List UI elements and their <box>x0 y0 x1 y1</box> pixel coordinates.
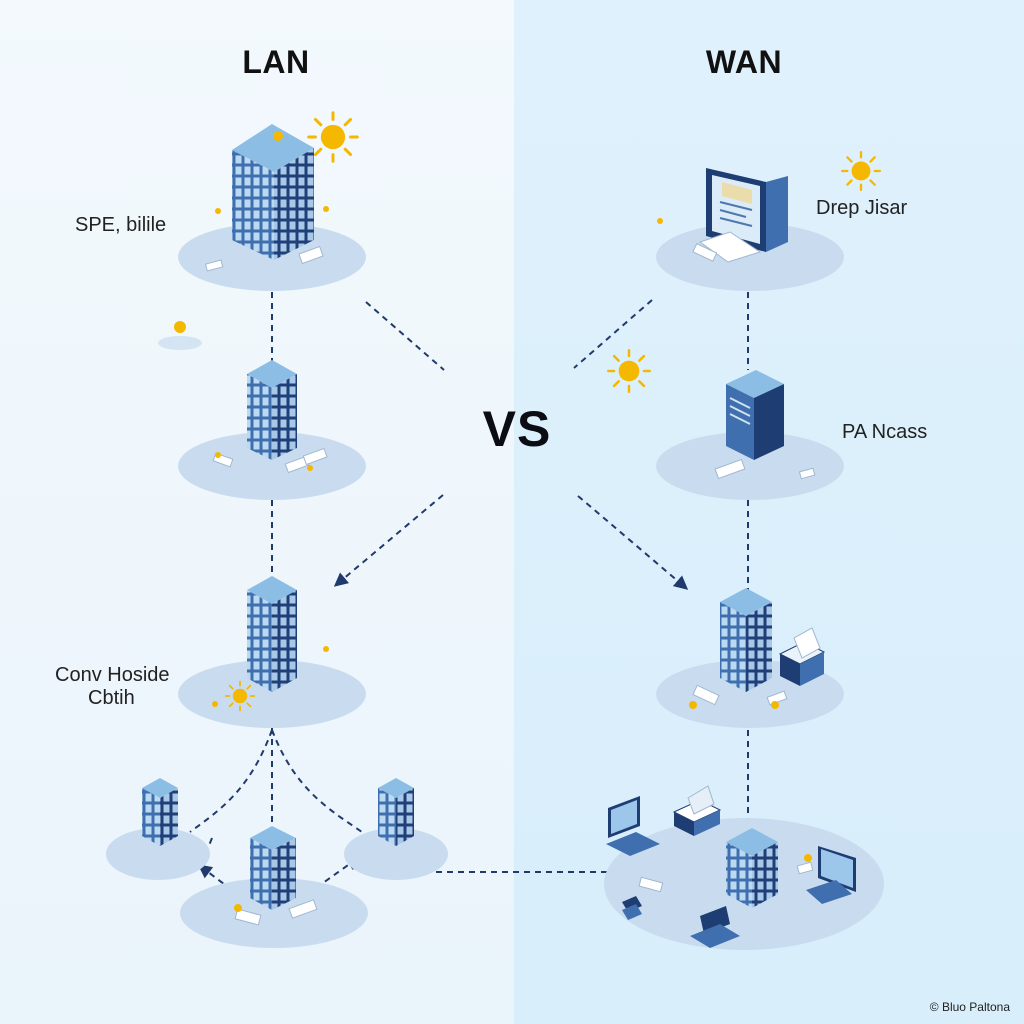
copyright-text: © Bluo Paltona <box>929 1000 1010 1014</box>
sun-icon <box>212 701 218 707</box>
lan-top-label: SPE, bilile <box>75 214 167 236</box>
sun-icon <box>273 131 283 141</box>
device-icon <box>298 245 324 265</box>
building-icon <box>720 588 772 692</box>
lan-middle-label-line2: Cbtih <box>88 687 135 709</box>
connector-line <box>577 495 689 590</box>
monitor-icon <box>698 168 788 263</box>
platform <box>656 432 844 500</box>
connector-line <box>197 864 233 891</box>
connector-line <box>271 729 363 833</box>
sun-icon <box>215 208 221 214</box>
building-icon <box>232 124 314 260</box>
wan-connectors <box>573 292 749 836</box>
device-icon <box>798 467 816 480</box>
sun-icon <box>840 150 882 192</box>
platform <box>106 828 210 880</box>
vs-heading: VS <box>482 401 552 457</box>
device-icon <box>766 690 788 706</box>
device-icon <box>234 908 262 926</box>
sun-icon <box>234 904 242 912</box>
device-icon <box>204 259 224 272</box>
device-icon <box>714 458 746 480</box>
connector-line <box>189 729 273 833</box>
building-icon <box>247 360 297 460</box>
sun-icon <box>689 701 697 709</box>
sun-icon <box>174 321 186 333</box>
sun-icon <box>804 854 812 862</box>
sun-icon <box>771 701 779 709</box>
wan-top-label: Drep Jisar <box>816 197 908 219</box>
device-icon <box>638 876 664 893</box>
device-icon <box>302 447 328 466</box>
phone-icon <box>622 896 642 920</box>
connector-line <box>365 301 445 371</box>
connector-line <box>333 494 444 587</box>
building-icon <box>378 778 414 846</box>
lan-heading: LAN <box>242 44 310 80</box>
building-icon <box>247 576 297 692</box>
wan-middle-label: PA Ncass <box>842 421 928 443</box>
lan-middle-label-line1: Conv Hoside <box>55 664 170 686</box>
sun-icon <box>607 349 651 393</box>
sun-icon <box>307 465 313 471</box>
printer-icon <box>778 627 826 686</box>
device-icon <box>796 861 814 875</box>
wan-heading: WAN <box>705 44 783 80</box>
laptop-icon <box>690 906 740 948</box>
device-icon <box>288 899 318 919</box>
sun-icon <box>323 646 329 652</box>
device-icon <box>692 243 718 262</box>
platform <box>180 878 368 948</box>
sun-icon <box>323 206 329 212</box>
device-icon <box>692 684 720 706</box>
building-icon <box>726 828 778 908</box>
device-icons <box>204 245 328 926</box>
sun-icon <box>224 680 256 712</box>
connector-line <box>315 856 361 889</box>
platform <box>656 223 844 291</box>
sun-icon <box>307 111 359 163</box>
sun-icon <box>657 218 663 224</box>
monitor-icon <box>606 796 660 856</box>
platform <box>178 660 366 728</box>
server-icon <box>726 370 784 460</box>
platform <box>178 432 366 500</box>
sun-icon <box>215 452 221 458</box>
connector-line <box>573 299 653 369</box>
printer-icon <box>672 785 722 836</box>
building-icon <box>142 778 178 846</box>
platform <box>158 336 202 350</box>
monitor-icon <box>806 846 856 904</box>
building-icon <box>250 826 296 910</box>
platform <box>344 828 448 880</box>
device-icons <box>638 243 816 893</box>
